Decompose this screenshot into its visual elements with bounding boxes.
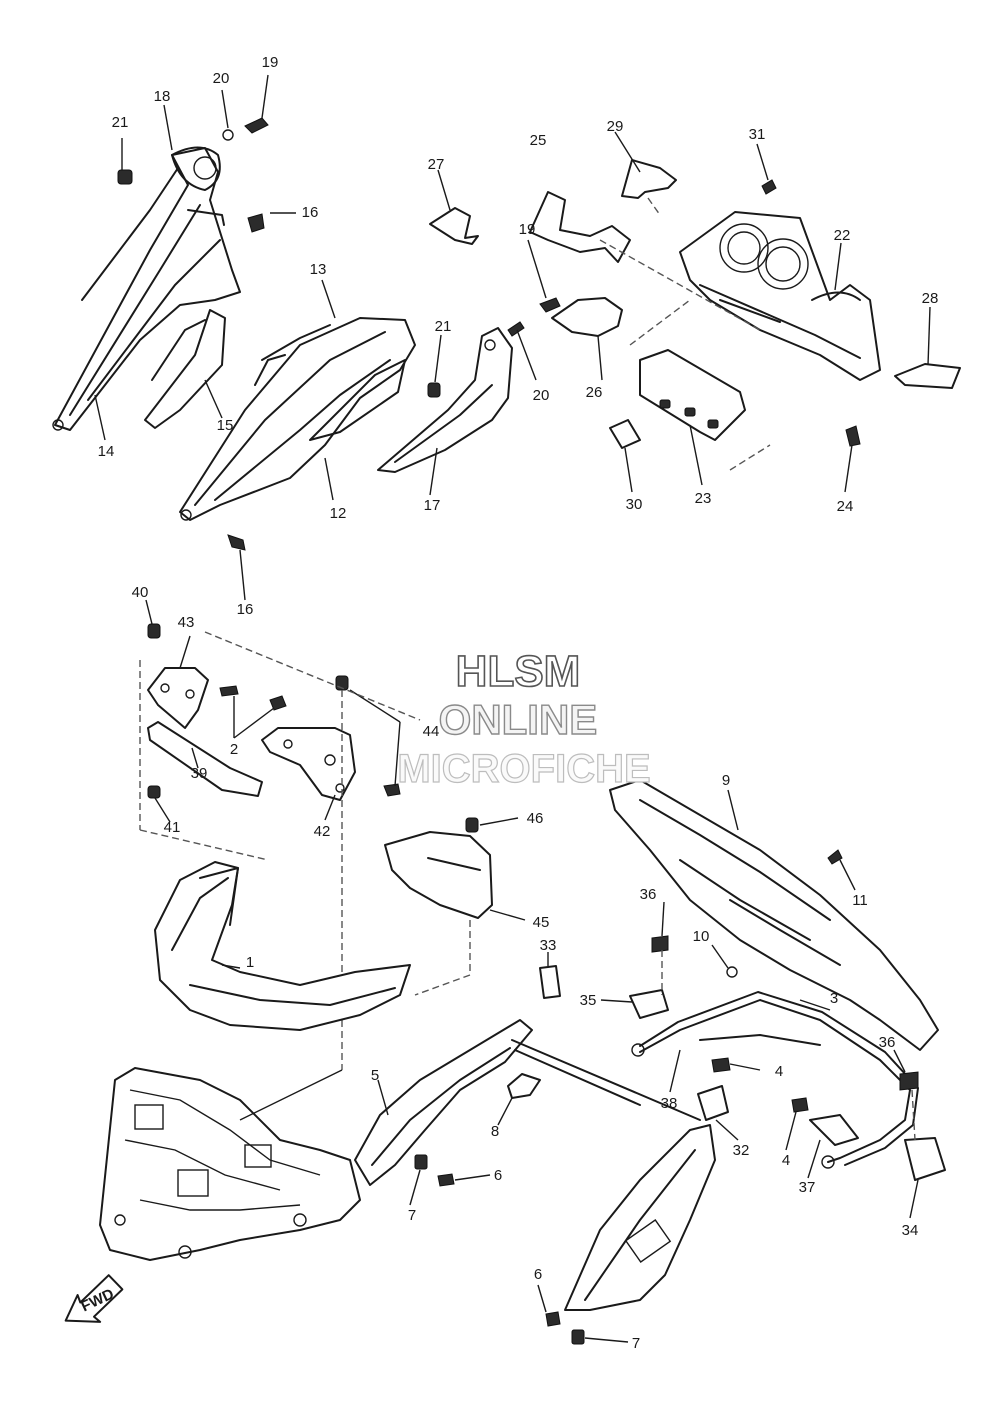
cover-part-45	[384, 831, 493, 919]
watermark-line-1: HLSM	[456, 647, 581, 696]
callout-36a: 36	[640, 886, 657, 903]
callout-43: 43	[178, 614, 195, 631]
callout-41: 41	[164, 819, 181, 836]
callout-35: 35	[580, 992, 597, 1009]
callout-3: 3	[830, 990, 838, 1007]
leaders-middle	[221, 909, 526, 996]
bracket-part-23	[639, 349, 746, 441]
callout-12: 12	[330, 505, 347, 522]
callout-37: 37	[799, 1179, 816, 1196]
callout-44: 44	[423, 723, 440, 740]
callout-20a: 20	[213, 70, 230, 87]
callout-23: 23	[695, 490, 712, 507]
callout-6a: 6	[494, 1167, 502, 1184]
callout-34: 34	[902, 1222, 919, 1239]
cover-part-25	[529, 191, 631, 263]
callout-26: 26	[586, 384, 603, 401]
rod-part-39	[147, 721, 263, 797]
hardware-top-right	[437, 131, 931, 493]
cover-part-26	[551, 297, 623, 337]
callout-30: 30	[626, 496, 643, 513]
callout-24: 24	[837, 498, 854, 515]
callout-21a: 21	[112, 114, 129, 131]
callout-6b: 6	[534, 1266, 542, 1283]
bracket-part-29	[621, 159, 677, 216]
side-panel-part-9	[609, 779, 939, 1051]
callout-42: 42	[314, 823, 331, 840]
bracket-part-8	[497, 1039, 701, 1126]
callout-19b: 19	[519, 221, 536, 238]
callout-18: 18	[154, 88, 171, 105]
bracket-part-28	[894, 363, 961, 389]
callout-13: 13	[310, 261, 327, 278]
meter-housing-part-22	[679, 211, 881, 381]
callout-27: 27	[428, 156, 445, 173]
forward-direction-arrow: FWD	[64, 1274, 124, 1323]
callout-11: 11	[852, 892, 868, 909]
callout-45: 45	[533, 914, 550, 931]
callout-16a: 16	[302, 204, 319, 221]
callout-38: 38	[661, 1095, 678, 1112]
callout-20b: 20	[533, 387, 550, 404]
bumper-part-3	[631, 991, 919, 1169]
callout-5: 5	[371, 1067, 379, 1084]
callout-31: 31	[749, 126, 766, 143]
stay-part-43	[147, 667, 209, 729]
callout-10: 10	[693, 928, 710, 945]
callout-15: 15	[217, 417, 234, 434]
cover-part-lower-right	[537, 1124, 716, 1345]
callout-21b: 21	[435, 318, 452, 335]
callout-33: 33	[540, 937, 557, 954]
hardware-small-top-left	[94, 74, 296, 441]
callout-25: 25	[530, 132, 547, 149]
callout-14: 14	[98, 443, 115, 460]
callout-46: 46	[527, 810, 544, 827]
stay-part-42	[261, 727, 356, 801]
callout-17: 17	[424, 497, 441, 514]
callout-2: 2	[230, 741, 238, 758]
callout-1: 1	[246, 954, 254, 971]
hardware-middle-left	[139, 599, 519, 1070]
callout-16b: 16	[237, 601, 254, 618]
callout-40: 40	[132, 584, 149, 601]
cover-part-15	[144, 309, 226, 429]
bracket-part-27	[429, 207, 479, 245]
guard-part-1	[154, 861, 411, 1031]
callout-4b: 4	[782, 1152, 790, 1169]
callout-39: 39	[191, 765, 208, 782]
callout-4a: 4	[775, 1063, 783, 1080]
callout-29: 29	[607, 118, 624, 135]
callout-7a: 7	[408, 1207, 416, 1224]
leaders-top-middle	[227, 239, 547, 601]
frame-outline	[99, 1067, 361, 1261]
callout-28: 28	[922, 290, 939, 307]
watermark-line-2: ONLINE	[439, 696, 598, 743]
watermark: HLSM ONLINE MICROFICHE	[397, 646, 652, 791]
callout-8: 8	[491, 1123, 499, 1140]
callout-36b: 36	[879, 1034, 896, 1051]
callout-32: 32	[733, 1142, 750, 1159]
cover-part-5	[354, 1019, 533, 1206]
hardware-right	[539, 901, 946, 1219]
callout-22: 22	[834, 227, 851, 244]
side-cover-part-14	[52, 146, 241, 431]
pad-part-30	[609, 419, 641, 449]
callout-9: 9	[722, 772, 730, 789]
callout-19a: 19	[262, 54, 279, 71]
callout-7b: 7	[632, 1335, 640, 1352]
panel-part-17	[377, 297, 561, 473]
front-cowl-part-12	[179, 317, 416, 521]
callout-labels: 1 2 3 4 4 5 6 6 7 7 8 9 10 11 12 13 14 1…	[98, 54, 939, 1352]
watermark-line-3: MICROFICHE	[397, 747, 650, 791]
